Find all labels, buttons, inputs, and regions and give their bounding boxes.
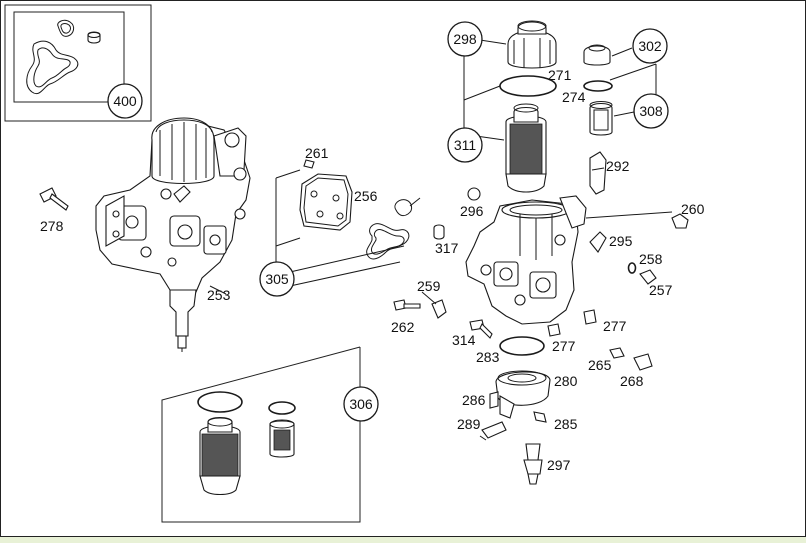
callout-308 (633, 93, 669, 129)
label-262: 262 (391, 319, 415, 335)
bottom-bar (0, 537, 806, 543)
label-265: 265 (588, 357, 612, 373)
callout-302 (632, 28, 668, 64)
filter-housing-assembly-253 (95, 117, 251, 352)
inset-306: 306 (161, 346, 379, 523)
label-260: 260 (681, 201, 705, 217)
housing-base-280 (495, 370, 551, 419)
screw-286 (489, 391, 499, 409)
small-cap-302 (583, 44, 611, 66)
label-274: 274 (562, 89, 586, 105)
label-259: 259 (417, 278, 441, 294)
inset-400: 400 (4, 4, 152, 122)
label-257: 257 (649, 282, 673, 298)
fitting-295 (589, 231, 607, 253)
bracket-305-top (275, 169, 301, 179)
label-295: 295 (609, 233, 633, 249)
plate-256 (299, 173, 353, 231)
filter-element-311 (505, 103, 547, 193)
label-289: 289 (457, 416, 481, 432)
callout-305 (259, 261, 295, 297)
label-297: 297 (547, 457, 571, 473)
callout-306-label: 306 (349, 396, 373, 412)
label-258: 258 (639, 251, 663, 267)
label-314: 314 (452, 332, 476, 348)
label-292: 292 (606, 158, 630, 174)
gasket-305 (366, 197, 421, 260)
label-286: 286 (462, 392, 486, 408)
callout-311 (447, 127, 483, 163)
sensor-292 (589, 151, 607, 195)
callout-302-label: 302 (638, 38, 662, 54)
label-277-upper: 277 (603, 318, 627, 334)
fitting-259 (431, 299, 447, 319)
cap-298 (507, 20, 557, 69)
label-280: 280 (554, 373, 578, 389)
plug-285 (533, 411, 547, 423)
label-271: 271 (548, 67, 572, 83)
plug-257 (639, 269, 657, 285)
callout-311-label: 311 (454, 137, 477, 153)
fitting-277-lower (547, 323, 561, 337)
label-261: 261 (305, 145, 329, 161)
label-256: 256 (354, 188, 378, 204)
fitting-265 (609, 347, 625, 359)
callout-298 (447, 21, 483, 57)
callout-308-label: 308 (639, 103, 663, 119)
label-278: 278 (40, 218, 64, 234)
o-ring-258 (627, 262, 637, 274)
ball-296 (467, 187, 481, 201)
drain-297 (523, 443, 543, 485)
label-253: 253 (207, 287, 231, 303)
fitting-277-upper (583, 309, 597, 325)
valve-289 (481, 421, 507, 439)
callout-298-label: 298 (453, 31, 477, 47)
plug-317 (433, 224, 445, 240)
label-268: 268 (620, 373, 644, 389)
callout-400 (107, 83, 143, 119)
callout-400-label: 400 (113, 93, 137, 109)
screw-261 (303, 159, 315, 169)
o-ring-283 (499, 336, 545, 356)
callout-305-label: 305 (265, 271, 289, 287)
label-285: 285 (554, 416, 578, 432)
label-283: 283 (476, 349, 500, 365)
strainer-308 (589, 101, 613, 136)
bracket-268 (633, 353, 653, 371)
o-ring-274 (583, 80, 613, 92)
filter-housing-right (465, 195, 587, 325)
plug-260 (671, 213, 689, 229)
label-296: 296 (460, 203, 484, 219)
label-317: 317 (435, 240, 459, 256)
callout-306 (343, 386, 379, 422)
label-277-lower: 277 (552, 338, 576, 354)
bolt-278 (39, 187, 69, 211)
